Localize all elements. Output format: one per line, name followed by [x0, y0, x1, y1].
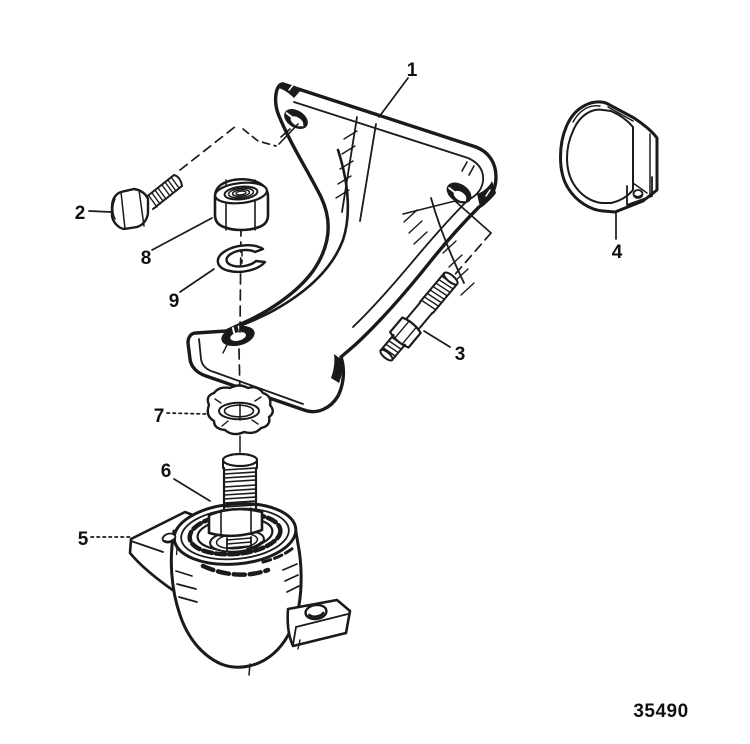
mount-shading	[175, 563, 300, 603]
bracket-part	[186, 82, 498, 414]
mount-foot-hole-right	[304, 603, 328, 621]
bracket-outline	[186, 82, 498, 414]
leader-8	[151, 217, 213, 251]
bracket-base-hole	[221, 325, 255, 347]
callout-labels: 1 2 3 4 5 6 7 8 9 35490	[75, 60, 688, 722]
leader-lines	[88, 77, 617, 538]
flange-hole-right	[446, 182, 472, 204]
cap-tab-hole	[632, 189, 644, 199]
leader-1	[378, 77, 409, 118]
leader-2	[88, 210, 112, 213]
figure-number: 35490	[633, 701, 688, 722]
bolt-threads	[148, 176, 180, 208]
stud-part	[379, 271, 459, 362]
callout-9-label: 9	[169, 291, 180, 312]
callout-1-label: 1	[407, 60, 418, 81]
hex-bolt-part	[110, 174, 183, 231]
assembly-line-stud	[450, 232, 492, 280]
cap-mounting-tab	[626, 176, 653, 206]
callout-4-label: 4	[612, 242, 623, 263]
web-hatching	[335, 130, 475, 296]
mount-stud-nut	[207, 507, 264, 538]
callout-5-label: 5	[78, 529, 89, 550]
stud-threads	[223, 467, 257, 508]
leader-3	[423, 330, 451, 348]
mount-foot-hole-left	[161, 532, 178, 556]
foot-end-accent	[331, 354, 343, 383]
callout-8-label: 8	[141, 248, 152, 269]
callout-7-label: 7	[154, 406, 165, 427]
callout-3-label: 3	[455, 344, 466, 365]
callout-6-label: 6	[161, 461, 172, 482]
lock-washer-part	[216, 244, 267, 274]
leader-6	[173, 478, 211, 502]
callout-2-label: 2	[75, 203, 86, 224]
leader-7	[166, 412, 207, 415]
insulator-cap-part	[559, 100, 659, 214]
mount-stud-part	[207, 452, 264, 552]
bolt-head	[110, 187, 150, 231]
leader-9	[179, 268, 215, 293]
flange-hole-left	[284, 109, 308, 129]
hex-nut-part	[213, 177, 270, 232]
assembly-line-bolt	[179, 125, 237, 171]
nut-thread-hole	[214, 181, 268, 205]
